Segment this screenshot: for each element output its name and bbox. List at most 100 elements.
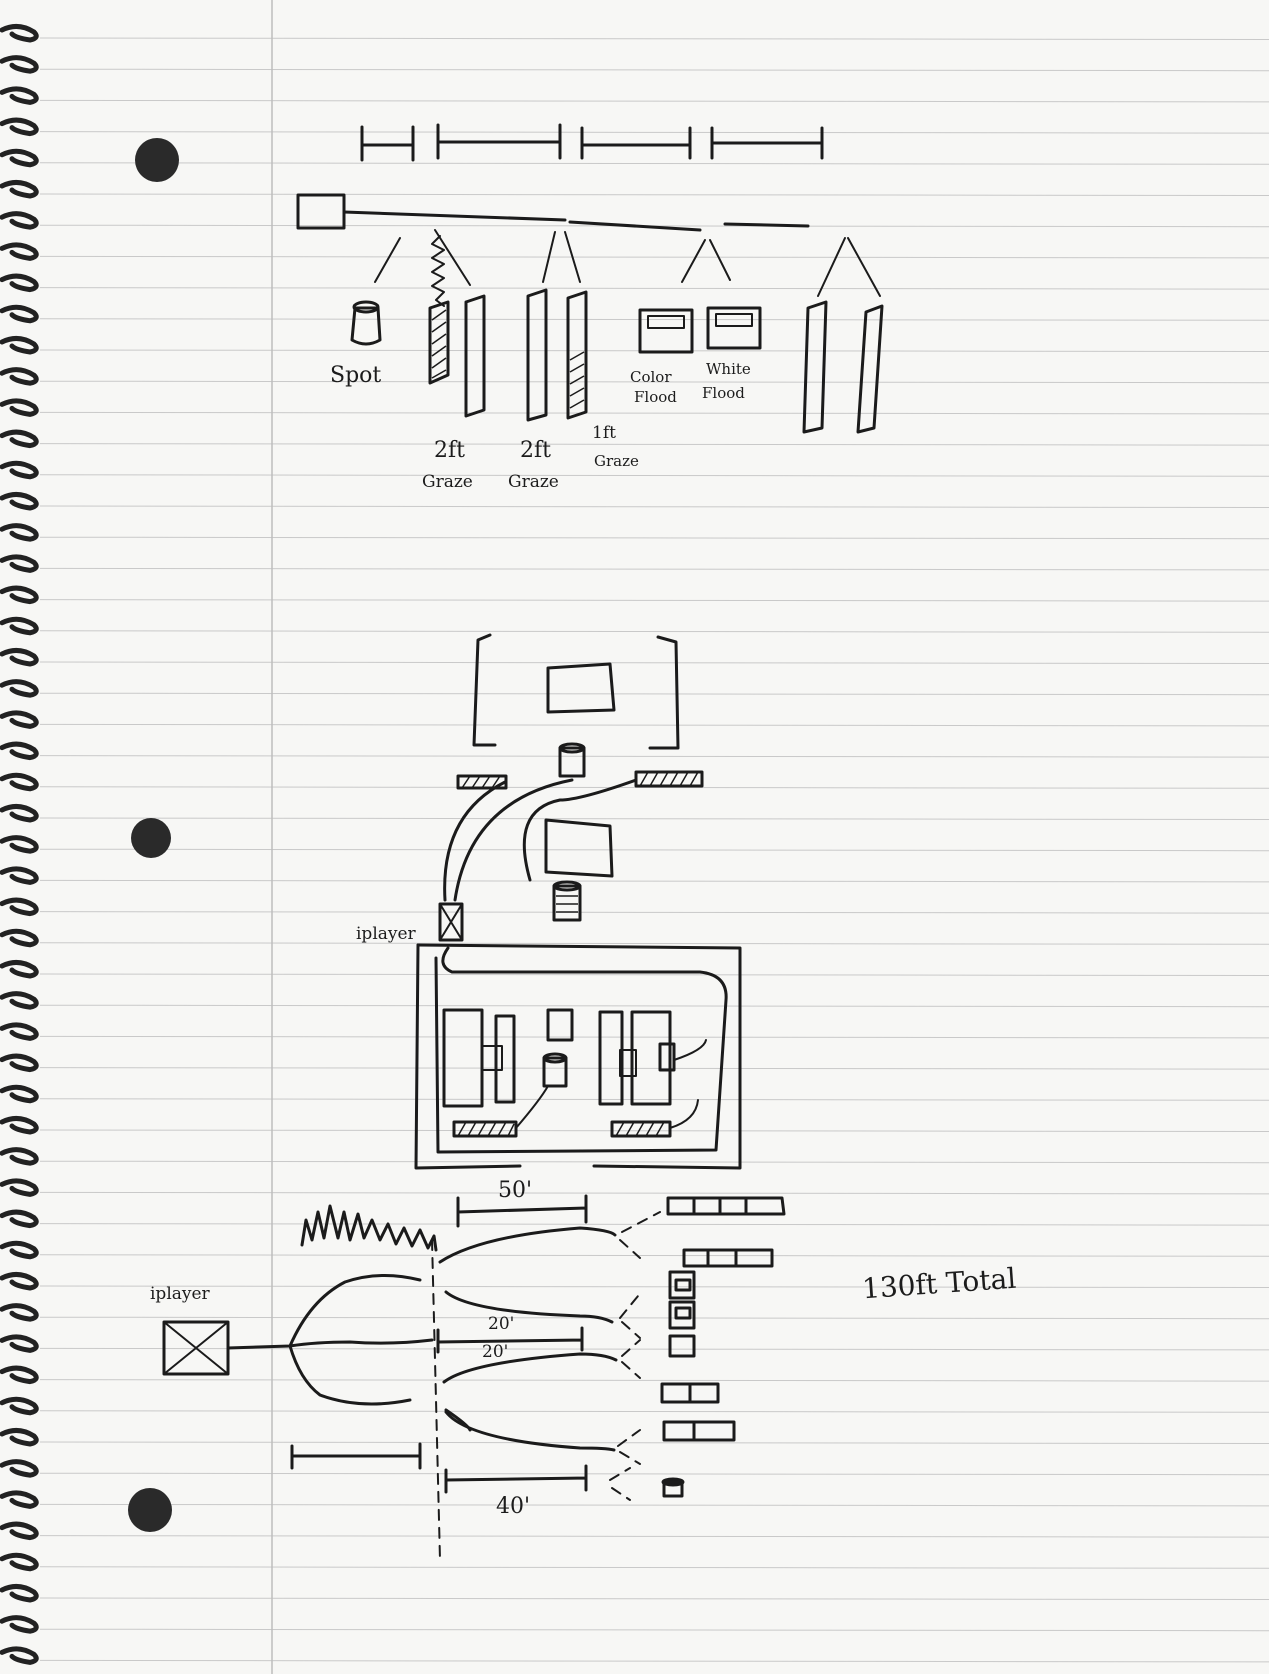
rule-line — [39, 723, 1269, 727]
panel-right-a — [598, 1010, 624, 1106]
spiral-coil — [0, 928, 39, 948]
rule-line — [39, 1535, 1269, 1538]
spiral-coil — [0, 1303, 39, 1322]
panel-left-b — [494, 1014, 516, 1104]
spiral-coil — [0, 1053, 39, 1073]
fixture-stack — [660, 1196, 786, 1498]
spiral-coil — [0, 710, 39, 729]
spiral-coil — [0, 772, 39, 792]
spiral-coil — [0, 523, 39, 542]
spot-top — [558, 742, 586, 778]
controller-box — [296, 193, 346, 230]
graze-2ft-c — [526, 288, 548, 422]
spiral-coil — [0, 1552, 39, 1572]
rule-line — [39, 661, 1269, 664]
rule-line — [39, 255, 1269, 259]
punch-hole — [128, 138, 179, 1532]
spiral-coil — [0, 1521, 39, 1541]
rule-line — [39, 1347, 1269, 1351]
rule-line — [39, 37, 1269, 40]
rule-line — [39, 1223, 1269, 1226]
panel-right-b — [630, 1010, 672, 1106]
spiral-coil — [0, 1147, 39, 1166]
rule-line — [39, 1597, 1269, 1600]
color-flood-fixture — [638, 308, 694, 354]
rule-line — [39, 1285, 1269, 1288]
rule-line — [39, 1566, 1269, 1569]
rule-line — [39, 193, 1269, 196]
label-white-flood-2: Flood — [702, 384, 745, 402]
spiral-coil — [0, 1209, 39, 1229]
rule-line — [39, 380, 1269, 384]
rule-line — [39, 287, 1269, 290]
rule-line — [39, 1659, 1269, 1663]
small-fixture — [658, 1042, 676, 1072]
spiral-coil — [0, 741, 39, 761]
rule-line — [39, 1004, 1269, 1008]
rule-line — [39, 1628, 1269, 1632]
spiral-coil — [0, 148, 39, 168]
spiral-coil — [0, 1646, 39, 1665]
screen-bracket-left — [472, 633, 497, 747]
rule-line — [39, 99, 1269, 103]
spiral-coil — [0, 991, 39, 1010]
spiral-coil — [0, 804, 39, 823]
rule-line — [39, 505, 1269, 508]
led-strip-bottom-left — [452, 1120, 518, 1138]
spiral-coil — [0, 1178, 39, 1197]
rule-line — [39, 536, 1269, 540]
pedestal-center — [546, 1008, 574, 1042]
rule-line — [39, 411, 1269, 415]
label-graze-2ft-a-2: Graze — [422, 472, 473, 492]
label-dim-40: 40' — [496, 1494, 531, 1519]
rule-line — [39, 599, 1269, 602]
label-color-flood-2: Flood — [634, 388, 677, 406]
spiral-coil — [0, 304, 39, 324]
fixture-strip-diagram — [296, 123, 884, 434]
rule-line — [39, 817, 1269, 820]
label-graze-2ft-b-2: Graze — [508, 472, 559, 492]
spiral-coil — [0, 835, 39, 854]
panel-left-a — [442, 1008, 484, 1108]
dim-bar-40 — [444, 1464, 588, 1494]
dim-bar-50 — [456, 1194, 588, 1228]
dim-bar-20 — [436, 1326, 584, 1354]
rule-line — [39, 755, 1269, 758]
spot-center — [542, 1052, 568, 1088]
cable-run — [342, 210, 810, 232]
zigzag-cable — [431, 235, 445, 307]
rule-line — [39, 848, 1269, 852]
spiral-coil — [0, 242, 39, 261]
screen-inner — [546, 662, 616, 714]
squiggle-waveform — [300, 1204, 438, 1252]
spiral-coil — [0, 1240, 39, 1260]
label-color-flood-1: Color — [630, 368, 672, 386]
spiral-coil — [0, 585, 39, 605]
label-dim-20-b: 20' — [482, 1342, 509, 1362]
spiral-coil — [0, 460, 39, 480]
spiral-coil — [0, 1116, 39, 1135]
rule-line — [39, 1316, 1269, 1320]
spiral-coil — [0, 1396, 39, 1416]
rule-line — [39, 1410, 1269, 1413]
floor-plan-diagram — [414, 633, 742, 1170]
rule-line — [39, 973, 1269, 976]
spiral-coil — [0, 86, 39, 105]
rule-line — [39, 1254, 1269, 1257]
led-strip-right — [634, 770, 704, 788]
rule-line — [39, 131, 1269, 134]
iplayer-box-top — [438, 902, 464, 942]
rule-line — [39, 162, 1269, 165]
rule-line — [39, 474, 1269, 477]
label-graze-1ft-1: 1ft — [592, 423, 616, 443]
rule-line — [39, 1035, 1269, 1039]
spiral-coil — [0, 367, 39, 386]
label-iplayer-top: iplayer — [356, 924, 416, 944]
led-strip-bottom-right — [610, 1120, 672, 1138]
spiral-binding — [0, 24, 39, 1665]
spiral-coil — [0, 1365, 39, 1385]
spiral-coil — [0, 1334, 39, 1353]
white-flood-fixture — [706, 306, 762, 350]
ruled-lines — [39, 37, 1269, 1663]
spiral-coil — [0, 180, 39, 199]
